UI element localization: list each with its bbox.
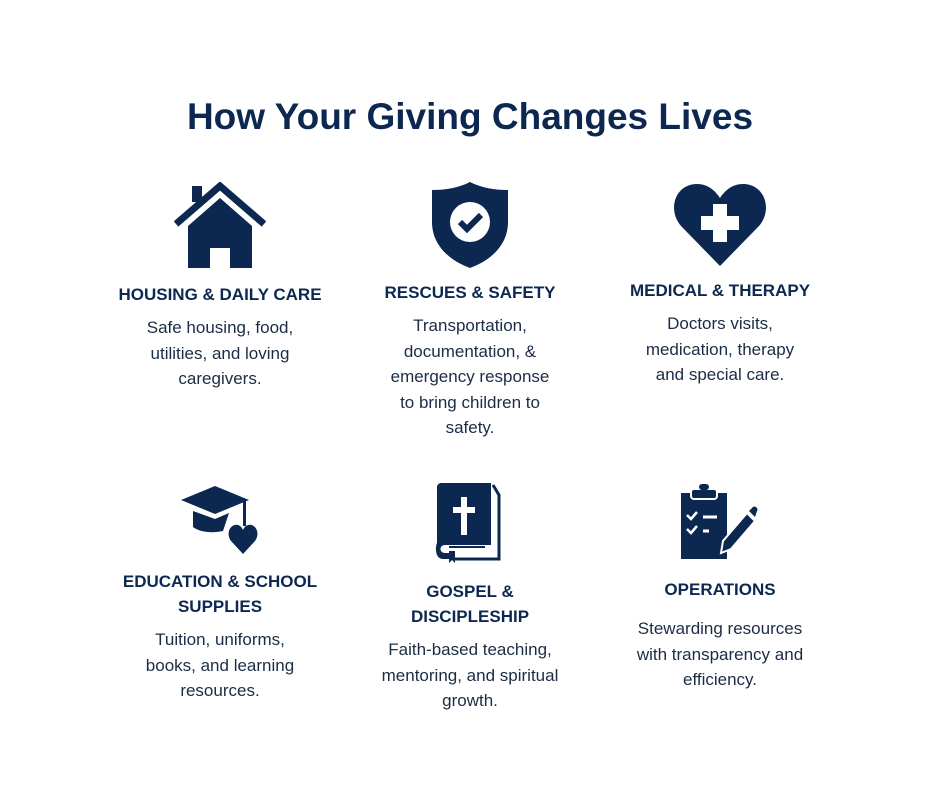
item-description: Transportation, documentation, & emergen…: [390, 316, 550, 437]
clipboard-checklist-icon: [681, 484, 758, 559]
giving-item-education: EDUCATION & SCHOOL SUPPLIES Tuition, uni…: [110, 483, 330, 704]
shield-check-icon: [432, 182, 508, 268]
item-description: Tuition, uniforms, books, and learning r…: [145, 630, 295, 700]
medical-heart-icon: [674, 184, 766, 266]
giving-item-gospel: GOSPEL & DISCIPLESHIP Faith-based teachi…: [360, 483, 580, 714]
item-heading: OPERATIONS: [664, 580, 776, 599]
graduation-cap-heart-icon: [181, 486, 258, 554]
item-heading: MEDICAL & THERAPY: [629, 281, 811, 300]
item-description: Stewarding resources with transparency a…: [636, 619, 804, 689]
house-icon: [174, 182, 266, 268]
item-heading: HOUSING & DAILY CARE: [118, 285, 322, 304]
item-heading: RESCUES & SAFETY: [384, 283, 556, 302]
giving-item-medical: MEDICAL & THERAPY Doctors visits, medica…: [610, 182, 830, 388]
page-title: How Your Giving Changes Lives: [186, 96, 754, 137]
giving-item-operations: OPERATIONS Stewarding resources with tra…: [610, 483, 830, 693]
bible-icon: [435, 483, 501, 563]
item-description: Faith-based teaching, mentoring, and spi…: [381, 640, 559, 710]
item-description: Doctors visits, medication, therapy and …: [645, 314, 795, 384]
item-description: Safe housing, food, utilities, and lovin…: [146, 318, 294, 388]
giving-item-rescues: RESCUES & SAFETY Transportation, documen…: [360, 182, 580, 441]
giving-item-housing: HOUSING & DAILY CARE Safe housing, food,…: [110, 182, 330, 392]
item-heading: EDUCATION & SCHOOL SUPPLIES: [122, 572, 318, 616]
item-heading: GOSPEL & DISCIPLESHIP: [410, 582, 530, 626]
